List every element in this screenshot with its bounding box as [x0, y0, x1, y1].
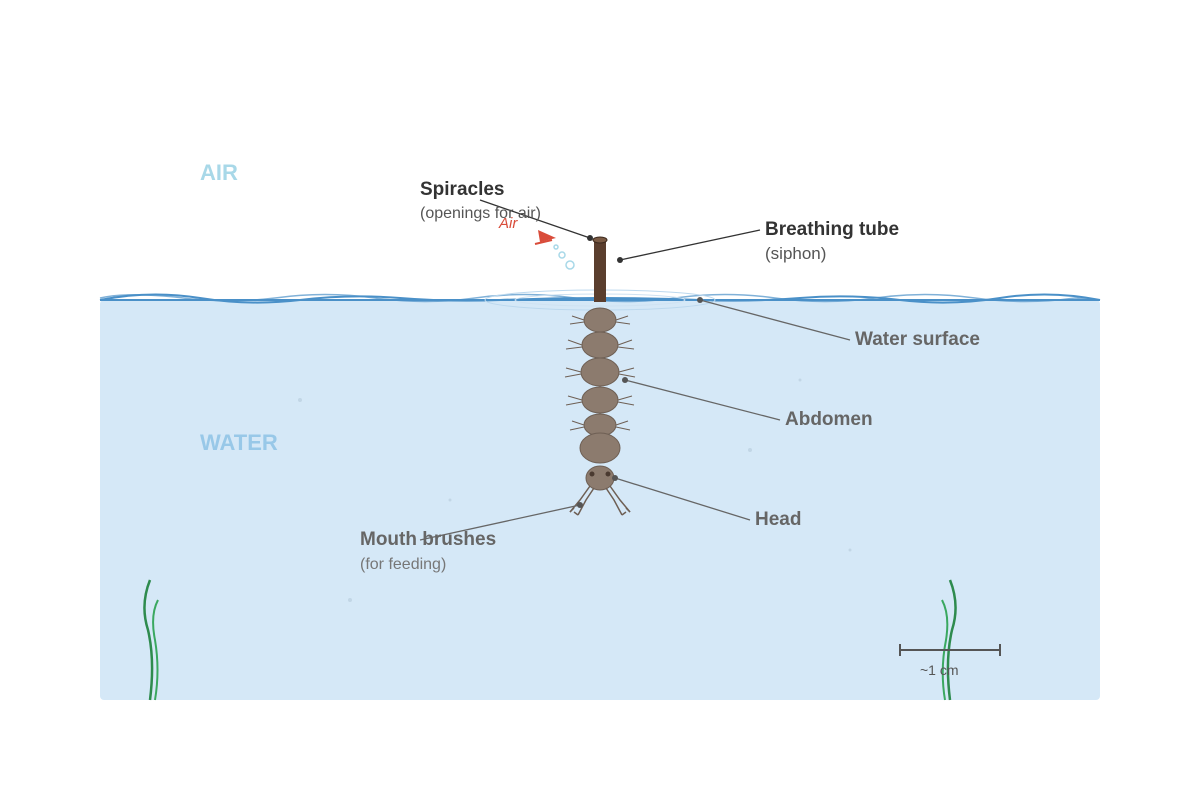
head-label: Head	[755, 509, 801, 530]
leader-dots	[577, 235, 703, 508]
breathing-tube-shape	[592, 236, 608, 302]
larva-head	[585, 465, 615, 491]
leader-lines	[479, 199, 761, 261]
spiracles-subtitle: (openings for air)	[420, 205, 541, 222]
air-flow-label: Air	[498, 215, 518, 232]
spiracles-title: Spiracles	[420, 179, 505, 200]
scale-bar-label: ~1 cm	[920, 662, 959, 678]
leader-lines-mid	[419, 299, 851, 541]
arrow-icon	[534, 230, 556, 245]
mouth-brushes-subtitle: (for feeding)	[360, 556, 446, 573]
breathing-tube-subtitle: (siphon)	[765, 244, 826, 263]
seaweed-icon	[941, 579, 957, 701]
larva-bristles	[564, 315, 636, 431]
abdomen-label: Abdomen	[785, 409, 873, 430]
mouth-brushes-title: Mouth brushes	[360, 529, 496, 550]
water-zone-label: WATER	[200, 430, 278, 455]
larva-body	[579, 307, 621, 464]
mouth-brushes-shape	[569, 485, 631, 516]
seaweed-icon	[143, 579, 159, 701]
bubbles-icon	[553, 244, 575, 270]
scale-bar	[899, 644, 1001, 656]
water-surface-label: Water surface	[855, 329, 980, 350]
air-zone-label: AIR	[200, 160, 238, 185]
water-particles	[298, 378, 852, 602]
breathing-tube-title: Breathing tube	[765, 219, 899, 240]
